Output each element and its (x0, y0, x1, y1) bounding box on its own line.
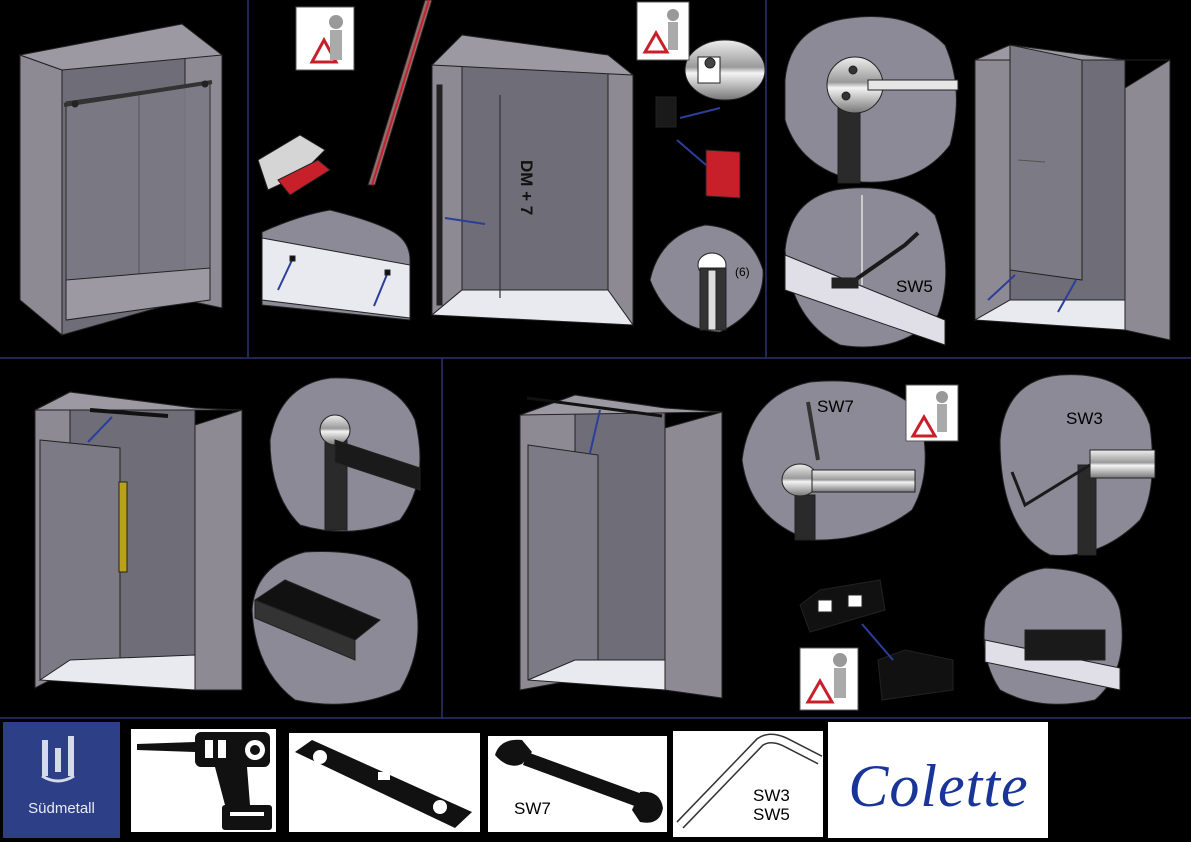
sudmetall-name: Südmetall (28, 800, 95, 817)
hex-key-label-1: SW3 (753, 786, 790, 805)
dimension-label: (6) (735, 265, 750, 279)
step1-shower-overview (18, 23, 224, 337)
warning-icon (636, 1, 690, 61)
warning-icon (905, 384, 959, 442)
colette-logo-tile (828, 722, 1048, 838)
wrench-icon (488, 736, 667, 832)
step3-rail-clamp-detail (784, 16, 959, 184)
sw5-step-label: SW5 (896, 277, 933, 296)
sw3-step-label: SW3 (1066, 409, 1103, 428)
panel-dividers (0, 0, 1191, 719)
step4-clamp-detail (269, 377, 421, 532)
colette-brand: Colette (848, 753, 1029, 819)
warning-icon (295, 6, 355, 71)
step2-tray-profile (257, 0, 433, 321)
step5-shower-finished (519, 394, 723, 699)
step2-shower-measure (430, 33, 635, 327)
step2-clamp-detail (649, 39, 766, 333)
step5-guide-detail (799, 567, 1123, 705)
step3-shower-glass-installed (973, 44, 1171, 341)
wrench-label: SW7 (514, 799, 551, 818)
sw7-step-label: SW7 (817, 397, 854, 416)
step4-shower-door (34, 391, 243, 691)
drill-icon (131, 729, 276, 832)
step3-sw5-detail (784, 187, 947, 348)
step4-seal-detail (251, 551, 419, 705)
warning-icon (799, 647, 859, 711)
sudmetall-logo-mark (3, 722, 120, 838)
dm-plus-7-label: DM + 7 (517, 160, 536, 216)
step5-sw7-detail (741, 380, 926, 541)
spirit-level-icon (289, 733, 480, 832)
step5-sw3-detail (999, 374, 1156, 557)
hex-key-icon (673, 731, 823, 837)
hex-key-label-2: SW5 (753, 805, 790, 824)
sudmetall-logo: Südmetall (3, 722, 120, 838)
